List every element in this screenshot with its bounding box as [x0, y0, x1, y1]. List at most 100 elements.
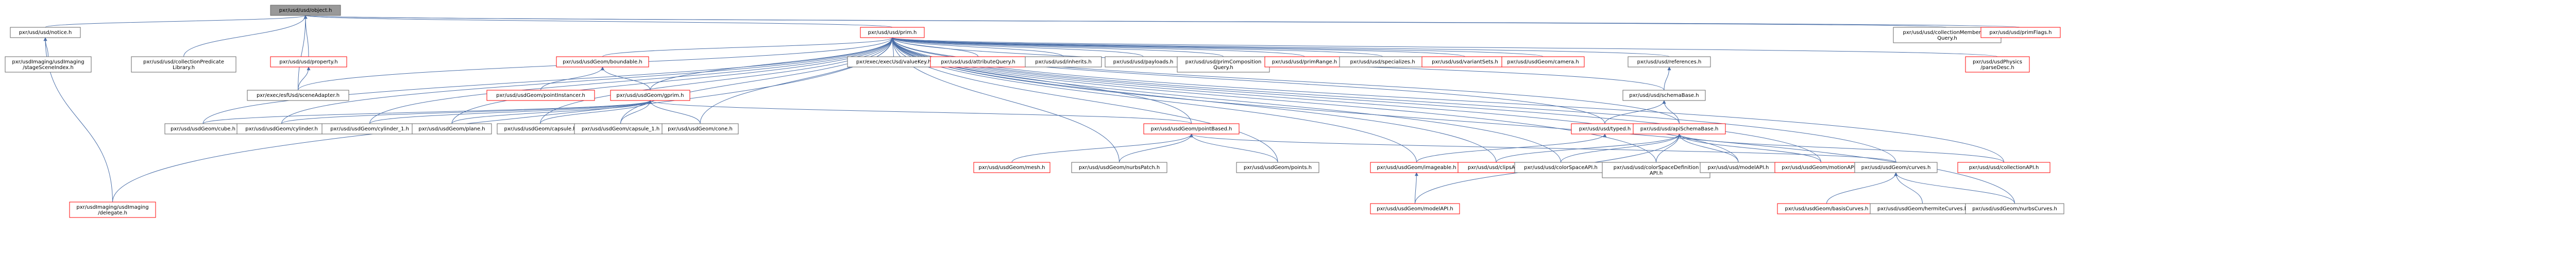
edge-prim-to-colorSpaceDefinitionAPI — [890, 37, 1656, 163]
node-curves[interactable]: pxr/usd/usdGeom/curves.h — [1854, 162, 1938, 173]
node-motionAPI[interactable]: pxr/usd/usdGeom/motionAPI.h — [1774, 162, 1868, 173]
edge-pointBased-to-points — [1190, 133, 1278, 163]
edge-object-to-notice — [45, 15, 308, 28]
node-plane[interactable]: pxr/usd/usdGeom/plane.h — [412, 123, 492, 135]
edge-prim-to-pointBased — [890, 37, 1192, 124]
node-cylinder[interactable]: pxr/usd/usdGeom/cylinder.h — [236, 123, 327, 135]
node-inherits[interactable]: pxr/usd/usd/inherits.h — [1025, 56, 1102, 68]
edge-object-to-prim — [304, 15, 893, 28]
node-label: pxr/usd/usdGeom/motionAPI.h — [1782, 165, 1860, 171]
edge-imageable-to-modelAPI_geom — [1414, 172, 1418, 204]
node-property[interactable]: pxr/usd/usd/property.h — [270, 56, 347, 68]
node-attributeQuery[interactable]: pxr/usd/usd/attributeQuery.h — [930, 56, 1026, 68]
node-label: pxr/usd/usd/attributeQuery.h — [941, 59, 1015, 65]
node-label: Query.h — [1937, 36, 1957, 41]
node-label: pxr/usd/usdGeom/points.h — [1244, 165, 1312, 171]
node-variantSets[interactable]: pxr/usd/usd/variantSets.h — [1421, 56, 1509, 68]
node-label: pxr/exec/execUsd/valueKey.h — [856, 59, 931, 65]
edge-prim-to-capsule_1 — [620, 37, 894, 124]
node-specializes[interactable]: pxr/usd/usd/specializes.h — [1339, 56, 1426, 68]
node-parseDesc[interactable]: pxr/usd/usdPhysics/parseDesc.h — [1965, 56, 2030, 73]
edge-curves-to-nurbsCurves — [1894, 172, 2015, 204]
node-capsule_1[interactable]: pxr/usd/usdGeom/capsule_1.h — [574, 123, 667, 135]
edge-prim-to-colorSpaceAPI — [890, 37, 1561, 163]
node-box — [662, 123, 739, 135]
edge-prim-to-modelAPI — [890, 37, 1739, 163]
node-hermiteCurves[interactable]: pxr/usd/usdGeom/hermiteCurves.h — [1870, 203, 1975, 214]
node-label: pxr/usd/usd/modelAPI.h — [1708, 165, 1769, 171]
node-references[interactable]: pxr/usd/usd/references.h — [1628, 56, 1711, 68]
node-pointInstancer[interactable]: pxr/usd/usdGeom/pointInstancer.h — [486, 90, 595, 101]
node-cone[interactable]: pxr/usd/usdGeom/cone.h — [662, 123, 739, 135]
node-label: pxr/usd/usdGeom/hermiteCurves.h — [1877, 206, 1968, 212]
edge-boundable-to-pointInstancer — [540, 66, 604, 91]
edge-gprim-to-cylinder — [281, 100, 652, 124]
node-label: pxr/usd/usdGeom/imageable.h — [1377, 165, 1456, 171]
node-box — [610, 90, 690, 101]
node-payloads[interactable]: pxr/usd/usd/payloads.h — [1105, 56, 1182, 68]
node-boundable[interactable]: pxr/usd/usdGeom/boundable.h — [556, 56, 649, 68]
node-label: /parseDesc.h — [1980, 65, 2014, 71]
edge-schemaBase-to-apiSchemaBase — [1662, 100, 1680, 124]
node-schemaBase[interactable]: pxr/usd/usd/schemaBase.h — [1622, 90, 1706, 101]
node-label: pxr/usd/usdGeom/capsule_1.h — [582, 126, 659, 132]
node-imageable[interactable]: pxr/usd/usdGeom/imageable.h — [1370, 162, 1463, 173]
node-delegate[interactable]: pxr/usdImaging/usdImaging/delegate.h — [69, 202, 156, 218]
node-label: pxr/usd/usdGeom/basisCurves.h — [1785, 206, 1869, 212]
edge-prim-to-cylinder_1 — [369, 37, 894, 124]
node-valueKey[interactable]: pxr/exec/execUsd/valueKey.h — [847, 56, 940, 68]
node-box — [1143, 123, 1240, 135]
node-box — [486, 90, 595, 101]
node-collectionAPI[interactable]: pxr/usd/usd/collectionAPI.h — [1957, 162, 2050, 173]
node-camera[interactable]: pxr/usd/usdGeom/camera.h — [1501, 56, 1585, 68]
edge-prim-to-collectionAPI — [890, 37, 2004, 163]
edge-property-to-sceneAdapter — [298, 66, 311, 91]
edge-apiSchemaBase-to-motionAPI — [1677, 133, 1821, 163]
node-sceneAdapter[interactable]: pxr/exec/esfUsd/sceneAdapter.h — [247, 90, 349, 101]
edge-prim-to-capsule — [540, 37, 894, 124]
node-nurbsPatch[interactable]: pxr/usd/usdGeom/nurbsPatch.h — [1071, 162, 1167, 173]
edge-prim-to-specializes — [890, 37, 1383, 57]
edge-prim-to-boundable — [602, 37, 894, 57]
node-mesh[interactable]: pxr/usd/usdGeom/mesh.h — [973, 162, 1050, 173]
node-colorSpaceAPI[interactable]: pxr/usd/usd/colorSpaceAPI.h — [1514, 162, 1607, 173]
edge-gprim-to-pointBased — [648, 100, 1192, 124]
node-box — [412, 123, 492, 135]
node-label: pxr/usd/usd/payloads.h — [1113, 59, 1174, 65]
node-box — [1965, 56, 2030, 73]
node-primRange[interactable]: pxr/usd/usd/primRange.h — [1264, 56, 1345, 68]
node-box — [69, 202, 156, 218]
node-apiSchemaBase[interactable]: pxr/usd/usd/apiSchemaBase.h — [1633, 123, 1726, 135]
node-label: pxr/exec/esfUsd/sceneAdapter.h — [257, 93, 340, 98]
node-stageSceneIndex[interactable]: pxr/usdImaging/usdImaging/stageSceneInde… — [5, 56, 92, 73]
edge-gprim-to-cube — [202, 100, 652, 124]
node-basisCurves[interactable]: pxr/usd/usdGeom/basisCurves.h — [1777, 203, 1876, 214]
edge-apiSchemaBase-to-collectionAPI — [1677, 133, 2004, 163]
node-cube[interactable]: pxr/usd/usdGeom/cube.h — [164, 123, 242, 135]
node-label: pxr/usd/usd/primRange.h — [1272, 59, 1337, 65]
node-points[interactable]: pxr/usd/usdGeom/points.h — [1236, 162, 1319, 173]
edge-object-to-property — [303, 15, 309, 57]
node-modelAPI_geom[interactable]: pxr/usd/usdGeom/modelAPI.h — [1370, 203, 1460, 214]
node-typed[interactable]: pxr/usd/usd/typed.h — [1571, 123, 1639, 135]
node-label: pxr/usd/usd/collectionMembership — [1903, 30, 1991, 36]
node-box — [1854, 162, 1938, 173]
node-label: pxr/usd/usdGeom/plane.h — [418, 126, 485, 132]
node-notice[interactable]: pxr/usd/usd/notice.h — [10, 27, 81, 38]
node-prim[interactable]: pxr/usd/usd/prim.h — [860, 27, 925, 38]
node-capsule[interactable]: pxr/usd/usdGeom/capsule.h — [497, 123, 584, 135]
node-box — [1236, 162, 1319, 173]
node-pointBased[interactable]: pxr/usd/usdGeom/pointBased.h — [1143, 123, 1240, 135]
node-layer: pxr/usd/usd/object.h pxr/usd/usd/notice.h… — [5, 5, 2064, 218]
node-nurbsCurves[interactable]: pxr/usd/usdGeom/nurbsCurves.h — [1965, 203, 2064, 214]
node-modelAPI[interactable]: pxr/usd/usd/modelAPI.h — [1700, 162, 1777, 173]
node-cylinder_1[interactable]: pxr/usd/usdGeom/cylinder_1.h — [321, 123, 418, 135]
node-gprim[interactable]: pxr/usd/usdGeom/gprim.h — [610, 90, 690, 101]
node-primFlags[interactable]: pxr/usd/usd/primFlags.h — [1980, 27, 2061, 38]
node-label: pxr/usd/usd/apiSchemaBase.h — [1640, 126, 1719, 132]
node-object[interactable]: pxr/usd/usd/object.h — [270, 5, 341, 16]
